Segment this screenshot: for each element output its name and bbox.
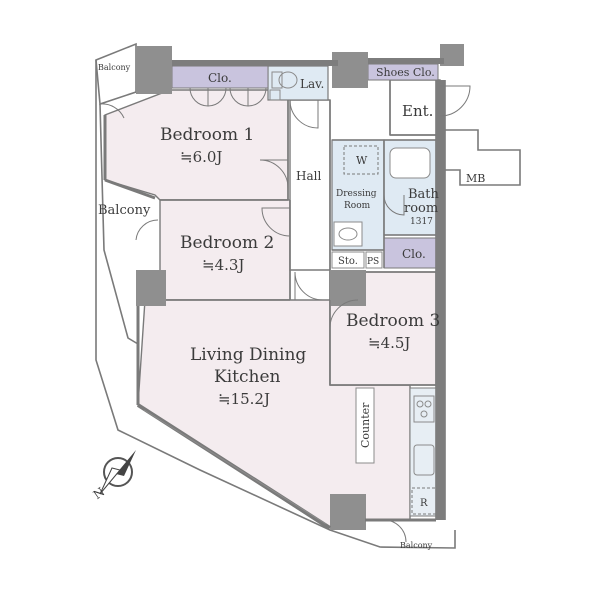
balcony-bottom-label: Balcony xyxy=(400,541,433,550)
columns xyxy=(136,44,464,530)
compass-icon: N xyxy=(91,450,136,502)
bathtub xyxy=(389,147,431,179)
bedroom-2-size: ≒4.3J xyxy=(202,256,244,274)
bedroom-1-size: ≒6.0J xyxy=(180,148,222,166)
washer-label: W xyxy=(356,154,368,167)
meter-box-label: MB xyxy=(466,172,485,185)
bedroom-3-name: Bedroom 3 xyxy=(346,311,440,331)
washing-machine xyxy=(343,145,379,175)
closet-top-label: Clo. xyxy=(208,71,232,85)
lavatory-label: Lav. xyxy=(300,77,324,91)
dressing-room-label-1: Dressing xyxy=(336,189,377,199)
balcony-top-label: Balcony xyxy=(98,63,131,72)
ldk-size: ≒15.2J xyxy=(218,390,270,408)
dressing-room-label-2: Room xyxy=(344,201,371,211)
bathroom-size-label: 1317 xyxy=(410,217,433,227)
pipe-space-label: PS xyxy=(367,257,379,267)
hall-area xyxy=(289,99,331,271)
counter-label: Counter xyxy=(359,402,372,448)
storage-label: Sto. xyxy=(338,256,358,267)
meter-box-outline xyxy=(445,129,521,186)
pipe-space-box xyxy=(365,251,383,269)
bedroom-1-name: Bedroom 1 xyxy=(160,125,254,145)
counter-peninsula xyxy=(355,387,375,464)
ldk-name-line2: Kitchen xyxy=(214,367,280,387)
toilet xyxy=(278,71,298,89)
wash-basin xyxy=(338,227,358,241)
balcony-outlines xyxy=(95,42,456,549)
bathroom-label-1: Bath xyxy=(408,187,440,202)
bedroom-1-area xyxy=(104,89,289,201)
hall-label: Hall xyxy=(296,169,321,183)
closet-bedroom-3-label: Clo. xyxy=(402,247,426,261)
bedroom-3-size: ≒4.5J xyxy=(368,334,410,352)
bedroom-2-name: Bedroom 2 xyxy=(180,233,274,253)
entrance-label: Ent. xyxy=(402,102,433,120)
refrigerator-label: R xyxy=(420,498,428,509)
balcony-left-label: Balcony xyxy=(98,203,151,218)
door-swings xyxy=(99,85,471,543)
ldk-name-line1: Living Dining xyxy=(190,345,306,365)
shoes-closet-label: Shoes Clo. xyxy=(376,66,435,79)
bathroom-label-2: room xyxy=(404,201,438,216)
storage-box xyxy=(331,251,365,269)
